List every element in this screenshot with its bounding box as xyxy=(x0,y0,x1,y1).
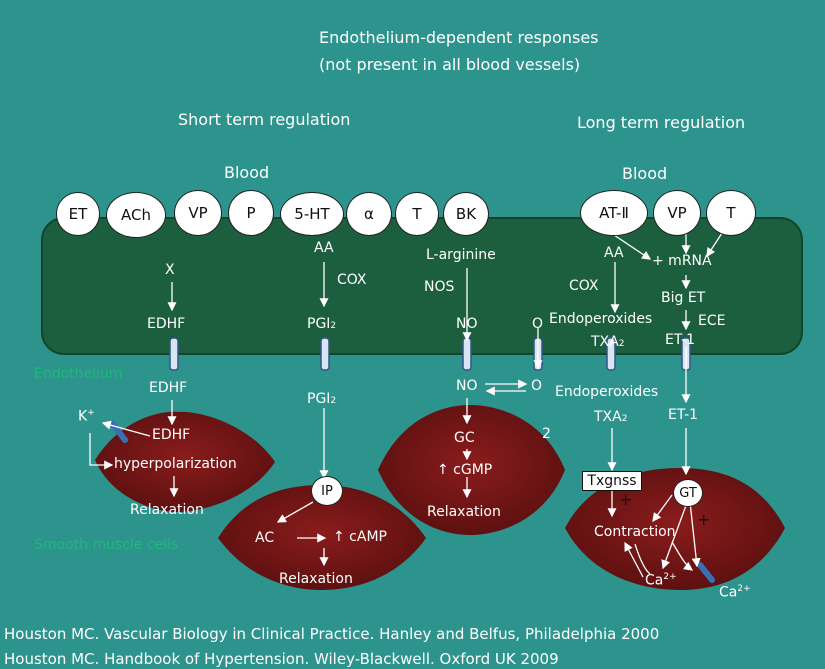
pgi2-released-base: PGI xyxy=(307,391,331,407)
credit-line-1: Houston MC. Vascular Biology in Clinical… xyxy=(4,625,660,643)
o-released: O xyxy=(531,378,543,394)
smooth-muscle-cell-1 xyxy=(95,411,275,512)
endoperoxides-endothelium: Endoperoxides xyxy=(549,311,653,327)
receptor-alpha: α xyxy=(346,192,392,236)
ca-extracellular: Ca2+ xyxy=(719,584,751,601)
cox-label-right: COX xyxy=(569,278,599,294)
k-ion: K+ xyxy=(78,408,95,425)
relaxation-1: Relaxation xyxy=(130,502,204,518)
txgnss-receptor: Txgnss xyxy=(582,471,642,491)
ca-intracellular: Ca2+ xyxy=(645,572,677,589)
long-term-heading: Long term regulation xyxy=(577,113,746,132)
credit-line-2: Houston MC. Handbook of Hypertension. Wi… xyxy=(4,650,559,668)
receptor-bk: BK xyxy=(443,192,489,236)
receptor-p: P xyxy=(228,190,274,236)
relaxation-2: Relaxation xyxy=(279,571,353,587)
txa2-endothelium-subscript: 2 xyxy=(618,339,625,349)
pgi2-released: PGI2 xyxy=(307,391,336,407)
txa2-released-subscript: 2 xyxy=(621,414,628,424)
ip-receptor: IP xyxy=(311,476,343,506)
aa-label-left: AA xyxy=(314,240,334,256)
blood-label-right: Blood xyxy=(622,164,668,183)
plus-sign-2: + xyxy=(697,510,711,529)
cox-label-left: COX xyxy=(337,272,367,288)
aa-label-right: AA xyxy=(604,245,624,261)
ca-intracellular-charge: 2+ xyxy=(663,572,677,582)
endothelium-label: Endothelium xyxy=(34,366,123,382)
gc-label: GC xyxy=(454,430,475,446)
gt-receptor: GT xyxy=(673,479,703,507)
relaxation-3: Relaxation xyxy=(427,504,501,520)
channel-5 xyxy=(606,337,616,371)
pgi2-released-subscript: 2 xyxy=(330,396,337,406)
pgi2-endothelium-base: PGI xyxy=(307,316,331,332)
camp-label: ↑ cAMP xyxy=(333,529,387,545)
mrna-label: + mRNA xyxy=(652,253,712,269)
no-endothelium: NO xyxy=(456,316,478,332)
receptor-vp: VP xyxy=(174,190,222,236)
x-label: X xyxy=(165,262,175,278)
blood-label-left: Blood xyxy=(224,163,270,182)
txa2-endothelium-base: TXA xyxy=(591,334,619,350)
receptor-at2: AT-Ⅱ xyxy=(580,190,648,236)
txa2-released-base: TXA xyxy=(594,409,622,425)
ece-label: ECE xyxy=(698,313,726,329)
nos-label: NOS xyxy=(424,279,455,295)
plus-sign-1: + xyxy=(619,490,633,509)
o-endothelium: O xyxy=(532,316,544,332)
receptor-t: T xyxy=(395,192,439,236)
big-et-label: Big ET xyxy=(661,290,706,306)
title-line-2: (not present in all blood vessels) xyxy=(319,55,581,74)
et1-released: ET-1 xyxy=(668,407,699,423)
receptor-5ht: 5-HT xyxy=(280,192,344,236)
title-line-1: Endothelium-dependent responses xyxy=(319,28,599,47)
receptor-t-right: T xyxy=(706,190,756,236)
pgi2-endothelium-subscript: 2 xyxy=(330,321,337,331)
edhf-released: EDHF xyxy=(149,380,188,396)
ca-channel xyxy=(697,562,715,583)
channel-1 xyxy=(169,337,179,371)
et1-endothelium: ET-1 xyxy=(665,332,696,348)
k-ion-charge: + xyxy=(87,408,95,418)
pgi2-endothelium: PGI2 xyxy=(307,316,336,332)
channel-3 xyxy=(462,337,472,371)
contraction-label: Contraction xyxy=(594,524,676,540)
smooth-muscle-label: Smooth muscle cells xyxy=(34,537,179,553)
receptor-et: ET xyxy=(56,192,100,236)
edhf-cell: EDHF xyxy=(152,427,191,443)
short-term-heading: Short term regulation xyxy=(178,110,351,129)
no-released: NO xyxy=(456,378,478,394)
cgmp-label: ↑ cGMP xyxy=(437,462,493,478)
channel-2 xyxy=(320,337,330,371)
ca-extracellular-symbol: Ca xyxy=(719,584,738,601)
hyperpolarization-label: hyperpolarization xyxy=(114,456,237,472)
smooth-muscle-cell-3 xyxy=(378,405,565,535)
ca-extracellular-charge: 2+ xyxy=(737,584,751,594)
receptor-vp-right: VP xyxy=(653,190,701,236)
txa2-released: TXA2 xyxy=(594,409,627,425)
txa2-endothelium: TXA2 xyxy=(591,334,624,350)
l-arginine-label: L-arginine xyxy=(426,247,496,263)
two-label: 2 xyxy=(542,426,551,442)
k-ion-symbol: K xyxy=(78,408,88,425)
ca-intracellular-symbol: Ca xyxy=(645,572,664,589)
ac-label: AC xyxy=(255,530,275,546)
endoperoxides-released: Endoperoxides xyxy=(555,384,659,400)
edhf-endothelium: EDHF xyxy=(147,316,186,332)
smooth-muscle-cell-4 xyxy=(565,468,785,590)
receptor-ach: ACh xyxy=(106,192,166,238)
